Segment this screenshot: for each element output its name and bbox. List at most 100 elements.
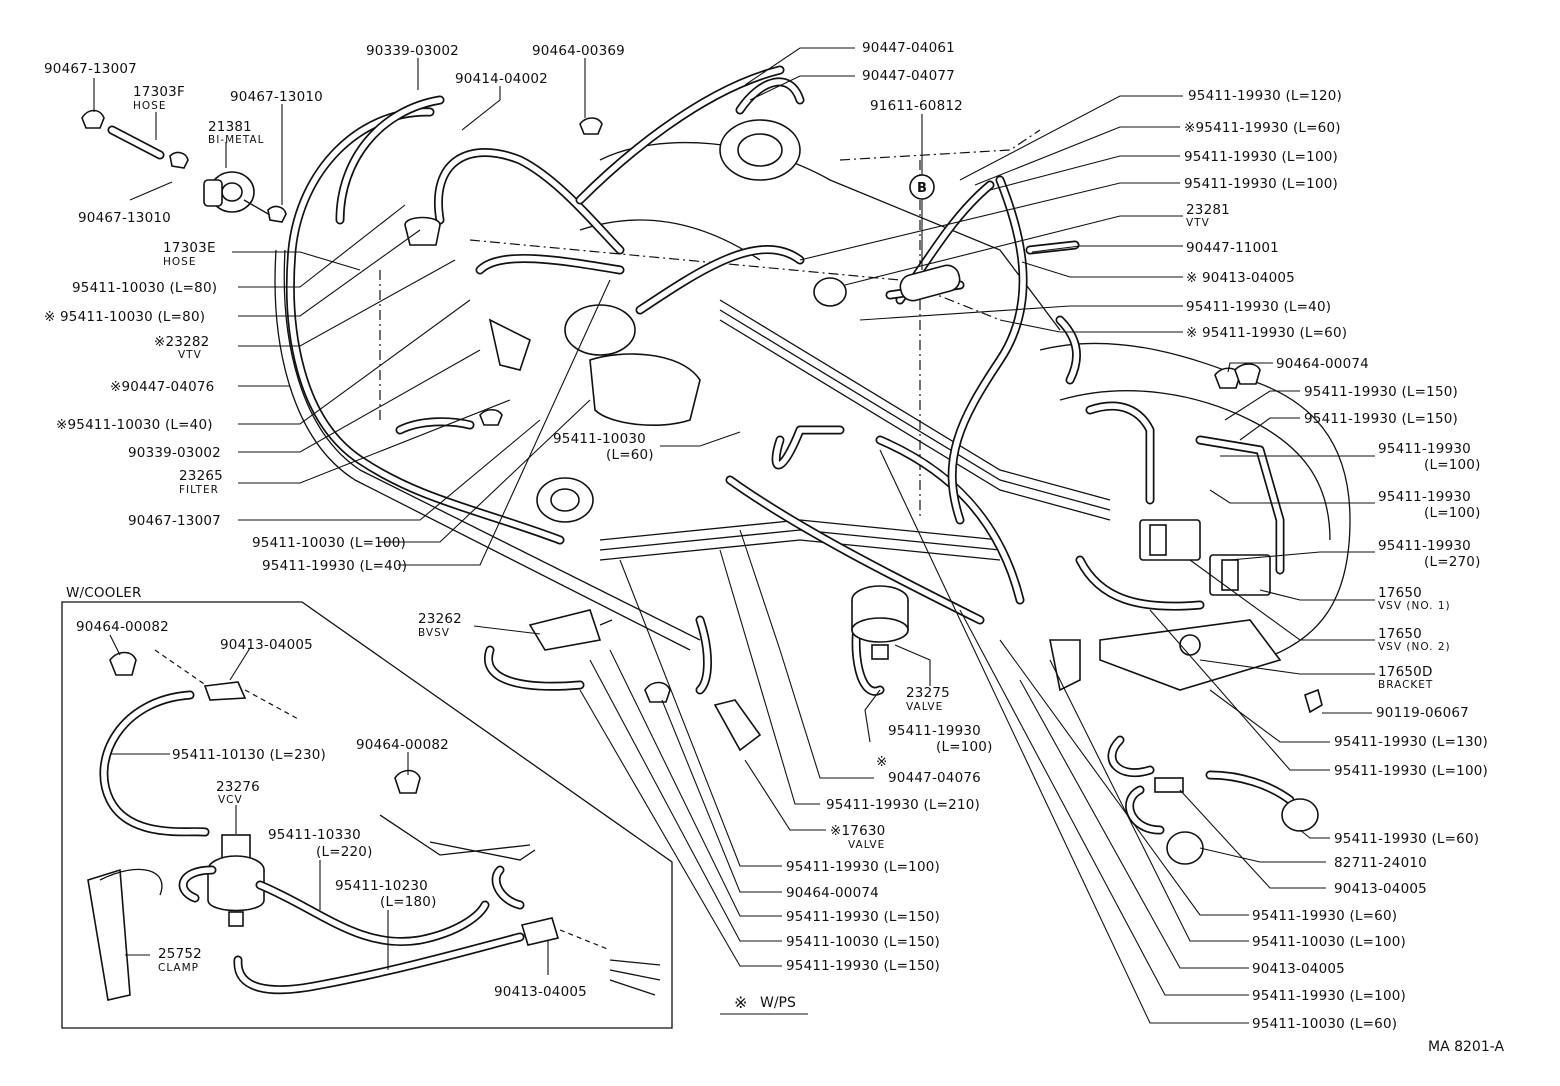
label-17650d: 17650D xyxy=(1378,664,1433,680)
label-l22: 95411-19930 (L=40) xyxy=(1186,299,1331,315)
label-90339-03002-mid: 90339-03002 xyxy=(128,445,221,461)
label-l21: ※ 95411-10030 (L=80) xyxy=(44,309,205,325)
label-90467-13010-mid: 90467-13010 xyxy=(78,210,171,226)
label-23265-sub: FILTER xyxy=(179,484,219,496)
label-90119-06067: 90119-06067 xyxy=(1376,705,1469,721)
label-l26: ※90447-04076 xyxy=(110,379,214,395)
label-17303f: 17303F xyxy=(133,84,185,100)
label-l34: 95411-19930 xyxy=(1378,489,1471,505)
label-90464-00369: 90464-00369 xyxy=(532,43,625,59)
label-l27: 95411-19930 (L=150) xyxy=(1304,384,1458,400)
label-l11: 95411-19930 (L=120) xyxy=(1188,88,1342,104)
label-17630-sub: VALVE xyxy=(848,839,885,851)
label-l31b: (L=100) xyxy=(1424,457,1481,473)
label-l19: 95411-10030 (L=80) xyxy=(72,280,217,296)
label-l54: 95411-19930 (L=210) xyxy=(826,797,980,813)
label-90414-04002: 90414-04002 xyxy=(455,71,548,87)
circle-marker-b: B xyxy=(917,181,927,196)
label-l71: 95411-19930 (L=100) xyxy=(1252,988,1406,1004)
label-91611-60812: 91611-60812 xyxy=(870,98,963,114)
label-25752: 25752 xyxy=(158,946,202,962)
label-l12: ※95411-19930 (L=60) xyxy=(1184,120,1341,136)
label-l59b: (L=180) xyxy=(380,894,437,910)
label-23276-sub: VCV xyxy=(218,794,243,806)
label-l65: 95411-10030 (L=150) xyxy=(786,934,940,950)
label-23265: 23265 xyxy=(179,468,223,484)
label-21381: 21381 xyxy=(208,119,252,135)
label-l68: 95411-19930 (L=150) xyxy=(786,958,940,974)
label-90413-04005-right2: 90413-04005 xyxy=(1252,961,1345,977)
label-90464-00074-bottom: 90464-00074 xyxy=(786,885,879,901)
label-l37: 95411-19930 xyxy=(1378,538,1471,554)
inset-title: W/COOLER xyxy=(66,585,142,601)
label-l36: 95411-10030 (L=100) xyxy=(252,535,406,551)
label-23262: 23262 xyxy=(418,611,462,627)
label-l37b: (L=270) xyxy=(1424,554,1481,570)
label-l50b: 90447-04076 xyxy=(888,770,981,786)
label-17650-no2: 17650 xyxy=(1378,626,1422,642)
label-l30b: (L=60) xyxy=(606,447,654,463)
label-l47: 95411-10130 (L=230) xyxy=(172,747,326,763)
label-l64: 95411-19930 (L=60) xyxy=(1252,908,1397,924)
label-l48: 95411-19930 xyxy=(888,723,981,739)
label-l49: 95411-19930 (L=130) xyxy=(1334,734,1488,750)
label-l50: ※ xyxy=(876,754,888,770)
label-25752-sub: CLAMP xyxy=(158,962,199,974)
label-l14: 95411-19930 (L=100) xyxy=(1184,176,1338,192)
label-90447-04061: 90447-04061 xyxy=(862,40,955,56)
label-l60: 95411-19930 (L=100) xyxy=(786,859,940,875)
label-l55b: (L=220) xyxy=(316,844,373,860)
label-l31: 95411-19930 xyxy=(1378,441,1471,457)
diagram-code: MA 8201-A xyxy=(1428,1039,1504,1055)
label-l28: 95411-19930 (L=150) xyxy=(1304,411,1458,427)
label-17650-no1: 17650 xyxy=(1378,585,1422,601)
leader-lines xyxy=(93,47,1375,1024)
label-90467-13010-top: 90467-13010 xyxy=(230,89,323,105)
label-90467-13007-top: 90467-13007 xyxy=(44,61,137,77)
label-90447-11001: 90447-11001 xyxy=(1186,240,1279,256)
label-90339-03002-top: 90339-03002 xyxy=(366,43,459,59)
label-90413-04005-inset-top: 90413-04005 xyxy=(220,637,313,653)
label-17303f-sub: HOSE xyxy=(133,100,166,112)
label-17650-no1-sub: VSV (NO. 1) xyxy=(1378,600,1451,612)
label-l48b: (L=100) xyxy=(936,739,993,755)
label-l13: 95411-19930 (L=100) xyxy=(1184,149,1338,165)
label-82711-24010: 82711-24010 xyxy=(1334,855,1427,871)
label-l72: 95411-10030 (L=60) xyxy=(1252,1016,1397,1032)
label-90413-04005-right1: 90413-04005 xyxy=(1334,881,1427,897)
label-23262-sub: BVSV xyxy=(418,627,450,639)
label-21381-sub: BI-METAL xyxy=(208,134,264,146)
label-l57: 95411-19930 (L=60) xyxy=(1334,831,1479,847)
label-23281: 23281 xyxy=(1186,202,1230,218)
label-23282: ※23282 xyxy=(154,334,209,350)
label-l66: 95411-10030 (L=100) xyxy=(1252,934,1406,950)
label-17650-no2-sub: VSV (NO. 2) xyxy=(1378,641,1451,653)
label-23275-sub: VALVE xyxy=(906,701,943,713)
label-90464-00082-inset: 90464-00082 xyxy=(76,619,169,635)
label-17650d-sub: BRACKET xyxy=(1378,679,1433,691)
label-l29: ※95411-10030 (L=40) xyxy=(56,417,213,433)
label-23281-sub: VTV xyxy=(1186,217,1210,229)
label-l23: ※ 95411-19930 (L=60) xyxy=(1186,325,1347,341)
legend-symbol: ※ xyxy=(734,993,747,1012)
label-90464-00074-right: 90464-00074 xyxy=(1276,356,1369,372)
label-l55: 95411-10330 xyxy=(268,827,361,843)
label-l30: 95411-10030 xyxy=(553,431,646,447)
label-l63: 95411-19930 (L=150) xyxy=(786,909,940,925)
part-labels: 90467-13007 17303F HOSE 90339-03002 9046… xyxy=(44,40,1488,1032)
legend: ※ W/PS xyxy=(720,993,808,1015)
label-17630: ※17630 xyxy=(830,823,885,839)
label-90467-13007-mid: 90467-13007 xyxy=(128,513,221,529)
label-l34b: (L=100) xyxy=(1424,505,1481,521)
label-l38: 95411-19930 (L=40) xyxy=(262,558,407,574)
label-90447-04077: 90447-04077 xyxy=(862,68,955,84)
label-17303e-sub: HOSE xyxy=(163,256,196,268)
engine-artwork: B xyxy=(81,65,1351,865)
legend-label: W/PS xyxy=(760,995,796,1011)
label-23282-sub: VTV xyxy=(178,349,202,361)
label-23276: 23276 xyxy=(216,779,260,795)
label-90464-00082-mid: 90464-00082 xyxy=(356,737,449,753)
label-90413-04005-inset-bottom: 90413-04005 xyxy=(494,984,587,1000)
label-23275: 23275 xyxy=(906,685,950,701)
